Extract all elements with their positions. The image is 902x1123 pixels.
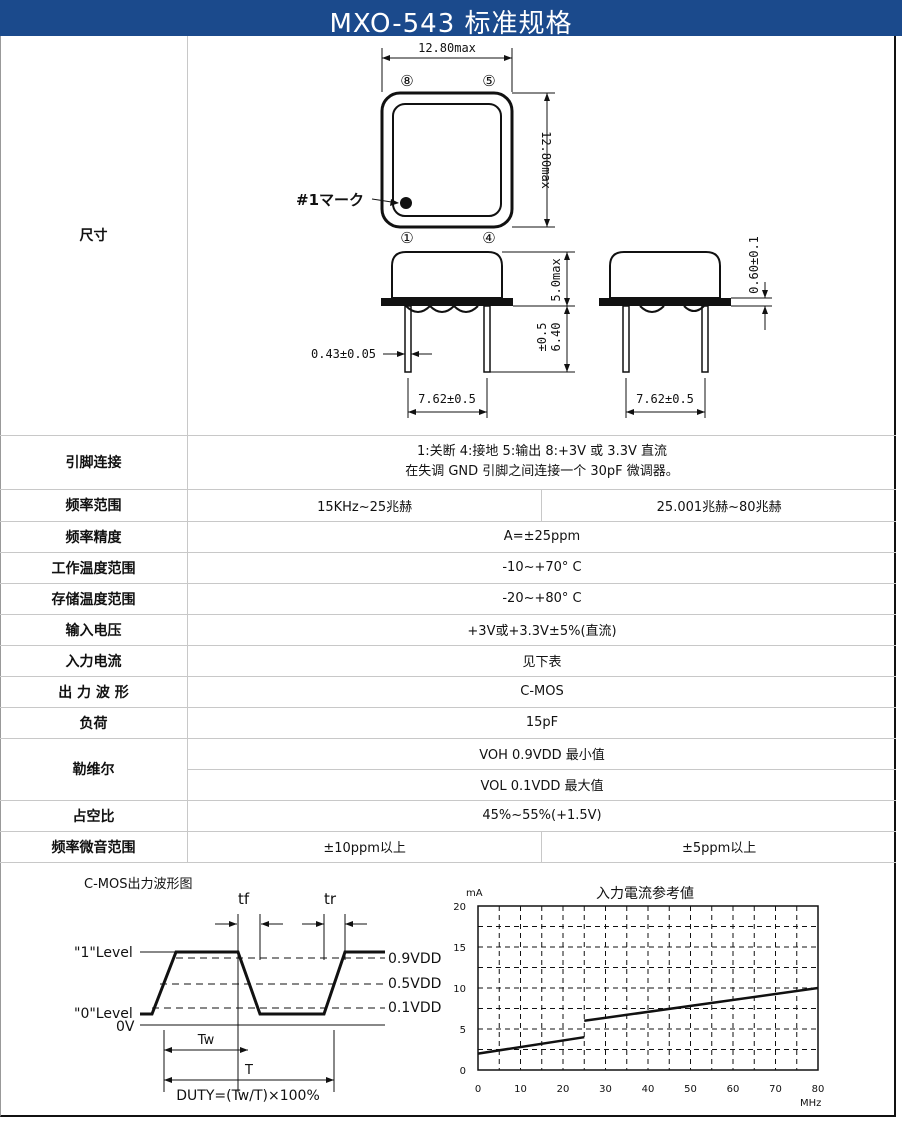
dimension-drawing-cell (187, 36, 896, 436)
spec-row: 频率精度 A=±25ppm (0, 521, 896, 553)
spec-row: 输入电压 +3V或+3.3V±5%(直流) (0, 614, 896, 646)
row-label: 引脚连接 (0, 435, 188, 490)
chart-y-tick-label: 0 (460, 1066, 466, 1077)
row-value: 见下表 (187, 645, 896, 677)
pin-5-label: ⑤ (482, 72, 495, 90)
duty-formula: DUTY=(Tw/T)×100% (176, 1088, 320, 1104)
row-label: 负荷 (0, 707, 188, 739)
pin-1-label: ① (400, 229, 413, 247)
row-label: 勒维尔 (0, 738, 188, 801)
chart-series-line-1 (477, 1035, 585, 1055)
lead-diameter-label: 0.43±0.05 (311, 347, 376, 361)
row-value: 15pF (187, 707, 896, 739)
pitch-front-label: 7.62±0.5 (418, 392, 476, 406)
v05-label: 0.5VDD (388, 976, 441, 992)
spec-row: 勒维尔 VOH 0.9VDD 最小值 (0, 738, 896, 801)
pin-4-label: ④ (482, 229, 495, 247)
spec-row: 引脚连接 1:关断 4:接地 5:输出 8:+3V 或 3.3V 直流 在失调 … (0, 435, 896, 490)
lead-length-tolerance: ±0.5 (535, 323, 549, 352)
pin-connection-line-2: 在失调 GND 引脚之间连接一个 30pF 微调器。 (405, 464, 679, 479)
lead-thickness-label: 0.60±0.1 (747, 236, 761, 294)
vol-value: VOL 0.1VDD 最大值 (187, 769, 896, 801)
body-height-label: 5.0max (549, 258, 563, 301)
tf-label: tf (238, 890, 250, 908)
chart-x-tick-label: 30 (599, 1084, 612, 1095)
row-label: 存储温度范围 (0, 583, 188, 615)
chart-y-tick-label: 15 (453, 943, 466, 954)
dimension-row: 尺寸 (0, 36, 896, 436)
pin-connection-value: 1:关断 4:接地 5:输出 8:+3V 或 3.3V 直流 在失调 GND 引… (187, 435, 896, 490)
row-label: 出 力 波 形 (0, 676, 188, 708)
spec-table: 尺寸 引脚连接 1:关断 4:接地 5:输出 8:+3V 或 3.3V 直流 在… (0, 36, 896, 863)
row-value: A=±25ppm (187, 521, 896, 553)
cmos-waveform-diagram: C-MOS出力波形图 tf tr "1"Level "0"Level 0V 0.… (74, 877, 441, 1104)
chart-x-tick-label: 10 (514, 1084, 527, 1095)
tr-label: tr (324, 890, 337, 908)
spec-row: 入力电流 见下表 (0, 645, 896, 677)
spec-row: 频率范围 15KHz~25兆赫 25.001兆赫~80兆赫 (0, 489, 896, 522)
chart-x-tick-label: 60 (727, 1084, 740, 1095)
stability-left: ±10ppm以上 (187, 831, 543, 863)
chart-x-tick-label: 20 (557, 1084, 570, 1095)
row-label: 频率微音范围 (0, 831, 188, 863)
row-label: 入力电流 (0, 645, 188, 677)
width-dimension-label: 12.80max (418, 41, 476, 55)
height-dimension-label: 12.80max (539, 131, 553, 189)
row-label: 频率精度 (0, 521, 188, 553)
spec-row: 存储温度范围 -20~+80° C (0, 583, 896, 615)
stability-right: ±5ppm以上 (541, 831, 896, 863)
chart-y-tick-label: 20 (453, 902, 466, 913)
freq-range-right: 25.001兆赫~80兆赫 (541, 489, 896, 522)
chart-x-unit: MHz (800, 1098, 821, 1109)
chart-x-tick-label: 40 (642, 1084, 655, 1095)
spec-row: 出 力 波 形 C-MOS (0, 676, 896, 708)
chart-title: 入力電流参考値 (596, 885, 694, 902)
freq-range-left: 15KHz~25兆赫 (187, 489, 543, 522)
row-label: 频率范围 (0, 489, 188, 522)
row-value: 45%~55%(+1.5V) (187, 800, 896, 832)
row-label: 工作温度范围 (0, 552, 188, 584)
row-value: -10~+70° C (187, 552, 896, 584)
chart-y-tick-label: 5 (460, 1025, 466, 1036)
row-value: +3V或+3.3V±5%(直流) (187, 614, 896, 646)
waveform-title: C-MOS出力波形图 (84, 877, 192, 892)
pitch-side-label: 7.62±0.5 (636, 392, 694, 406)
spec-row: 负荷 15pF (0, 707, 896, 739)
row-label: 输入电压 (0, 614, 188, 646)
page-title: MXO-543 标准规格 (329, 9, 573, 39)
t-label: T (244, 1063, 253, 1078)
pin-connection-line-1: 1:关断 4:接地 5:输出 8:+3V 或 3.3V 直流 (416, 444, 668, 459)
level-0-label: "0"Level (74, 1006, 133, 1022)
chart-y-unit: mA (466, 888, 483, 899)
chart-x-tick-label: 70 (769, 1084, 782, 1095)
tw-label: Tw (197, 1033, 215, 1048)
pin-8-label: ⑧ (400, 72, 413, 90)
chart-x-tick-label: 50 (684, 1084, 697, 1095)
pin1-mark-label: #1マーク (296, 191, 364, 209)
title-bar: MXO-543 标准规格 (0, 0, 902, 39)
spec-row: 占空比 45%~55%(+1.5V) (0, 800, 896, 832)
spec-row: 工作温度范围 -10~+70° C (0, 552, 896, 584)
v09-label: 0.9VDD (388, 951, 441, 967)
zero-volt-label: 0V (116, 1019, 135, 1035)
row-label: 占空比 (0, 800, 188, 832)
spec-row: 频率微音范围 ±10ppm以上 ±5ppm以上 (0, 831, 896, 863)
spec-row: VOL 0.1VDD 最大值 (0, 769, 896, 801)
row-value: C-MOS (187, 676, 896, 708)
lead-length-label: 6.40 (549, 323, 563, 352)
chart-x-tick-label: 80 (812, 1084, 825, 1095)
row-value: -20~+80° C (187, 583, 896, 615)
chart-series-line-2 (584, 986, 819, 1023)
voh-value: VOH 0.9VDD 最小值 (187, 738, 896, 770)
level-1-label: "1"Level (74, 945, 133, 961)
chart-x-tick-label: 0 (475, 1084, 481, 1095)
dimension-drawing: 12.80max ⑧ ⑤ #1マーク 12.80max ① ④ 5.0max ±… (296, 41, 772, 418)
row-label-dimensions: 尺寸 (0, 36, 188, 436)
chart-y-tick-label: 10 (453, 984, 466, 995)
current-chart: 入力電流参考値 mA MHz 0 10 20 30 40 50 60 70 80 0 5 10 15 20 (453, 885, 825, 1109)
v01-label: 0.1VDD (388, 1000, 441, 1016)
